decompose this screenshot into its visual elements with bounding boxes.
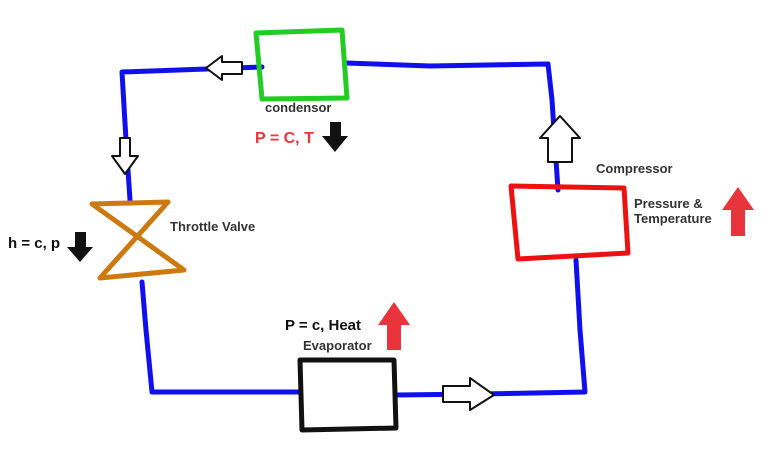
condenser-label: condensor — [265, 100, 331, 115]
increase-arrow-icon-compressor — [722, 187, 754, 236]
pipe-top-left — [119, 64, 265, 203]
increase-arrow-icon-evaporator — [378, 302, 410, 350]
pipe-left-bottom — [139, 279, 303, 395]
compressor-state-label-line2: Temperature — [634, 211, 712, 226]
throttle-valve-label: Throttle Valve — [170, 219, 255, 234]
evaporator-state-label: P = c, Heat — [285, 317, 361, 334]
condenser-state-label: P = C, T — [255, 130, 314, 147]
flow-arrow-icon-up — [539, 115, 581, 163]
pipe-bottom-right — [393, 257, 588, 398]
decrease-arrow-icon-condenser — [322, 122, 348, 152]
flow-arrow-icon-right — [442, 377, 495, 411]
evaporator-label: Evaporator — [303, 338, 372, 353]
flow-arrow-icon-down — [111, 137, 139, 175]
compressor-box — [508, 183, 631, 262]
throttle-state-label: h = c, p — [8, 235, 60, 252]
compressor-state-label-line1: Pressure & — [634, 196, 703, 211]
condenser-box — [253, 27, 350, 102]
throttle-valve-shape — [89, 199, 187, 281]
flow-arrow-icon-left — [205, 55, 243, 81]
pipe-top-right — [343, 60, 561, 193]
evaporator-box — [297, 357, 399, 433]
decrease-arrow-icon-throttle — [67, 232, 93, 262]
compressor-label: Compressor — [596, 161, 673, 176]
